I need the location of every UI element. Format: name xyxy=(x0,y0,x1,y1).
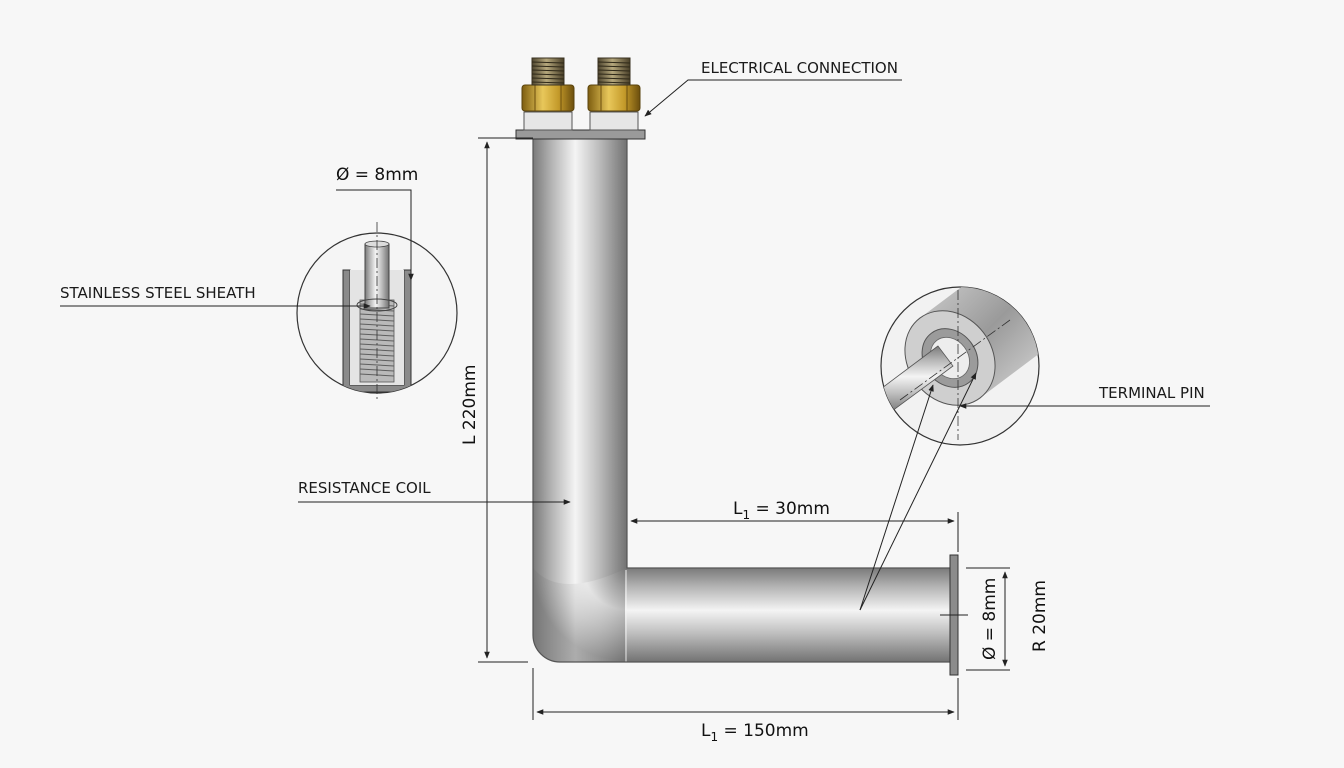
label-electrical-connection: ELECTRICAL CONNECTION xyxy=(701,59,898,77)
dimension-l1-30: L1 = 30mm xyxy=(630,499,959,552)
tube xyxy=(532,138,959,676)
dimension-sheath-diameter: Ø = 8mm xyxy=(336,165,418,281)
label-stainless-steel-sheath: STAINLESS STEEL SHEATH xyxy=(60,284,256,302)
text-radius: R 20mm xyxy=(1030,580,1050,652)
l1-150-subscript: 1 xyxy=(710,730,718,744)
callout-electrical-connection: ELECTRICAL CONNECTION xyxy=(644,59,902,117)
detail-leader-lines xyxy=(859,372,977,611)
electrical-fittings xyxy=(515,57,646,140)
dimension-end-diameter: Ø = 8mm R 20mm xyxy=(940,567,1050,671)
callout-resistance-coil: RESISTANCE COIL xyxy=(298,479,571,505)
vertical-tube xyxy=(533,138,627,570)
dimension-l1-150: L1 = 150mm xyxy=(532,668,959,744)
svg-text:L1 = 30mm: L1 = 30mm xyxy=(733,499,830,522)
horizontal-tube xyxy=(627,568,951,662)
callout-terminal-pin: TERMINAL PIN xyxy=(959,384,1210,409)
text-sheath-diameter: Ø = 8mm xyxy=(336,165,418,185)
svg-text:L1 = 150mm: L1 = 150mm xyxy=(701,721,809,744)
l1-30-value: = 30mm xyxy=(750,499,830,519)
text-length-vertical: L 220mm xyxy=(460,365,480,445)
dimension-length-vertical: L 220mm xyxy=(460,137,533,663)
l1-150-value: = 150mm xyxy=(718,721,809,741)
label-resistance-coil: RESISTANCE COIL xyxy=(298,479,431,497)
label-terminal-pin: TERMINAL PIN xyxy=(1098,384,1205,402)
terminal-pin-detail-view xyxy=(880,286,1040,446)
brass-nut-right xyxy=(587,84,641,112)
l1-30-subscript: 1 xyxy=(742,508,750,522)
l1-150-symbol: L xyxy=(701,721,711,741)
mounting-plate xyxy=(515,129,646,140)
l1-30-symbol: L xyxy=(733,499,743,519)
text-end-diameter: Ø = 8mm xyxy=(980,578,1000,660)
sheath-detail-view xyxy=(296,222,458,402)
brass-nut-left xyxy=(521,84,575,112)
callout-stainless-steel-sheath: STAINLESS STEEL SHEATH xyxy=(60,284,371,309)
